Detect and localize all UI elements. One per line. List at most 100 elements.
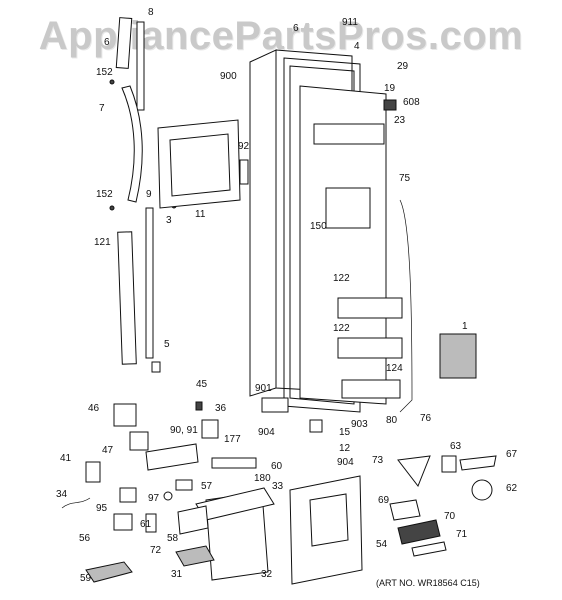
manual-1 (439, 333, 477, 379)
frame-11 (157, 119, 241, 209)
callout-41: 41 (60, 453, 72, 464)
panel-54-recess (309, 493, 349, 547)
part-15 (309, 419, 323, 433)
part-70 (397, 519, 441, 545)
callout-121: 121 (94, 237, 111, 248)
callout-69: 69 (378, 495, 390, 506)
handle-7 (121, 85, 143, 203)
callout-60: 60 (271, 461, 283, 472)
callout-46: 46 (88, 403, 100, 414)
callout-72: 72 (150, 545, 162, 556)
part-47 (129, 431, 149, 451)
part-95 (119, 487, 137, 503)
callout-75: 75 (399, 173, 411, 184)
part-5 (151, 361, 161, 373)
part-608 (383, 99, 397, 111)
ring-62 (471, 479, 493, 501)
callout-23: 23 (394, 115, 406, 126)
callout-80: 80 (386, 415, 398, 426)
part-60 (211, 457, 257, 469)
part-59 (85, 561, 133, 583)
callout-70: 70 (444, 511, 456, 522)
callout-92: 92 (238, 141, 250, 152)
callout-152-mid: 152 (96, 189, 113, 200)
callout-59: 59 (80, 573, 92, 584)
part-41 (85, 461, 101, 483)
callout-8: 8 (148, 7, 154, 18)
callout-1: 1 (462, 321, 468, 332)
callout-57: 57 (201, 481, 213, 492)
callout-61: 61 (140, 519, 152, 530)
callout-5: 5 (164, 339, 170, 350)
dispenser-recess (325, 187, 371, 229)
part-36 (201, 419, 219, 439)
callout-31: 31 (171, 569, 183, 580)
door-liner (299, 85, 387, 405)
callout-63: 63 (450, 441, 462, 452)
callout-124: 124 (386, 363, 403, 374)
callout-122-lower: 122 (333, 323, 350, 334)
part-63 (441, 455, 457, 473)
callout-911: 911 (342, 17, 358, 28)
callout-12: 12 (339, 443, 351, 454)
wires-34 (61, 497, 91, 509)
callout-7: 7 (99, 103, 105, 114)
art-number: (ART NO. WR18564 C15) (376, 578, 480, 588)
callout-45: 45 (196, 379, 208, 390)
part-97 (163, 491, 173, 501)
shelf-122-a (337, 297, 403, 319)
callout-47: 47 (102, 445, 114, 456)
door-shell-900 (249, 49, 277, 397)
part-61 (145, 513, 157, 533)
gasket-4-inner (289, 65, 355, 405)
callout-54: 54 (376, 539, 388, 550)
callout-904-lower: 904 (337, 457, 354, 468)
callout-67: 67 (506, 449, 518, 460)
callout-73: 73 (372, 455, 384, 466)
callout-6-left: 6 (104, 37, 110, 48)
part-45 (195, 401, 203, 411)
callout-903: 903 (351, 419, 368, 430)
part-46 (113, 403, 137, 427)
tube-75 (399, 199, 413, 413)
callout-608: 608 (403, 97, 420, 108)
callout-34: 34 (56, 489, 68, 500)
callout-56: 56 (79, 533, 91, 544)
frame-11-inner (169, 133, 231, 197)
gasket-4 (283, 57, 361, 413)
strip-8 (136, 21, 145, 111)
part-69 (389, 499, 421, 521)
callout-62: 62 (506, 483, 518, 494)
callout-177: 177 (224, 434, 241, 445)
bin-124 (341, 379, 401, 399)
callout-122-upper: 122 (333, 273, 350, 284)
part-57 (175, 479, 193, 491)
part-73 (397, 455, 431, 488)
callout-9: 9 (146, 189, 152, 200)
tray-31 (175, 545, 215, 567)
callout-29: 29 (397, 61, 409, 72)
callout-33: 33 (272, 481, 284, 492)
callout-58: 58 (167, 533, 179, 544)
callout-150: 150 (310, 221, 327, 232)
callout-4: 4 (354, 41, 360, 52)
screw-152-b (109, 205, 115, 211)
shelf-23 (313, 123, 385, 145)
callout-71: 71 (456, 529, 468, 540)
part-901 (261, 397, 289, 413)
callout-19: 19 (384, 83, 396, 94)
callout-97: 97 (148, 493, 160, 504)
trim-121 (117, 231, 137, 365)
screw-152-a (109, 79, 115, 85)
callout-6-top: 6 (293, 23, 299, 34)
callout-95: 95 (96, 503, 108, 514)
shelf-122-b (337, 337, 403, 359)
callout-901: 901 (255, 383, 272, 394)
callout-3: 3 (166, 215, 172, 226)
strip-9 (145, 207, 154, 359)
part-56 (113, 513, 133, 531)
callout-15: 15 (339, 427, 351, 438)
part-67 (459, 455, 497, 471)
